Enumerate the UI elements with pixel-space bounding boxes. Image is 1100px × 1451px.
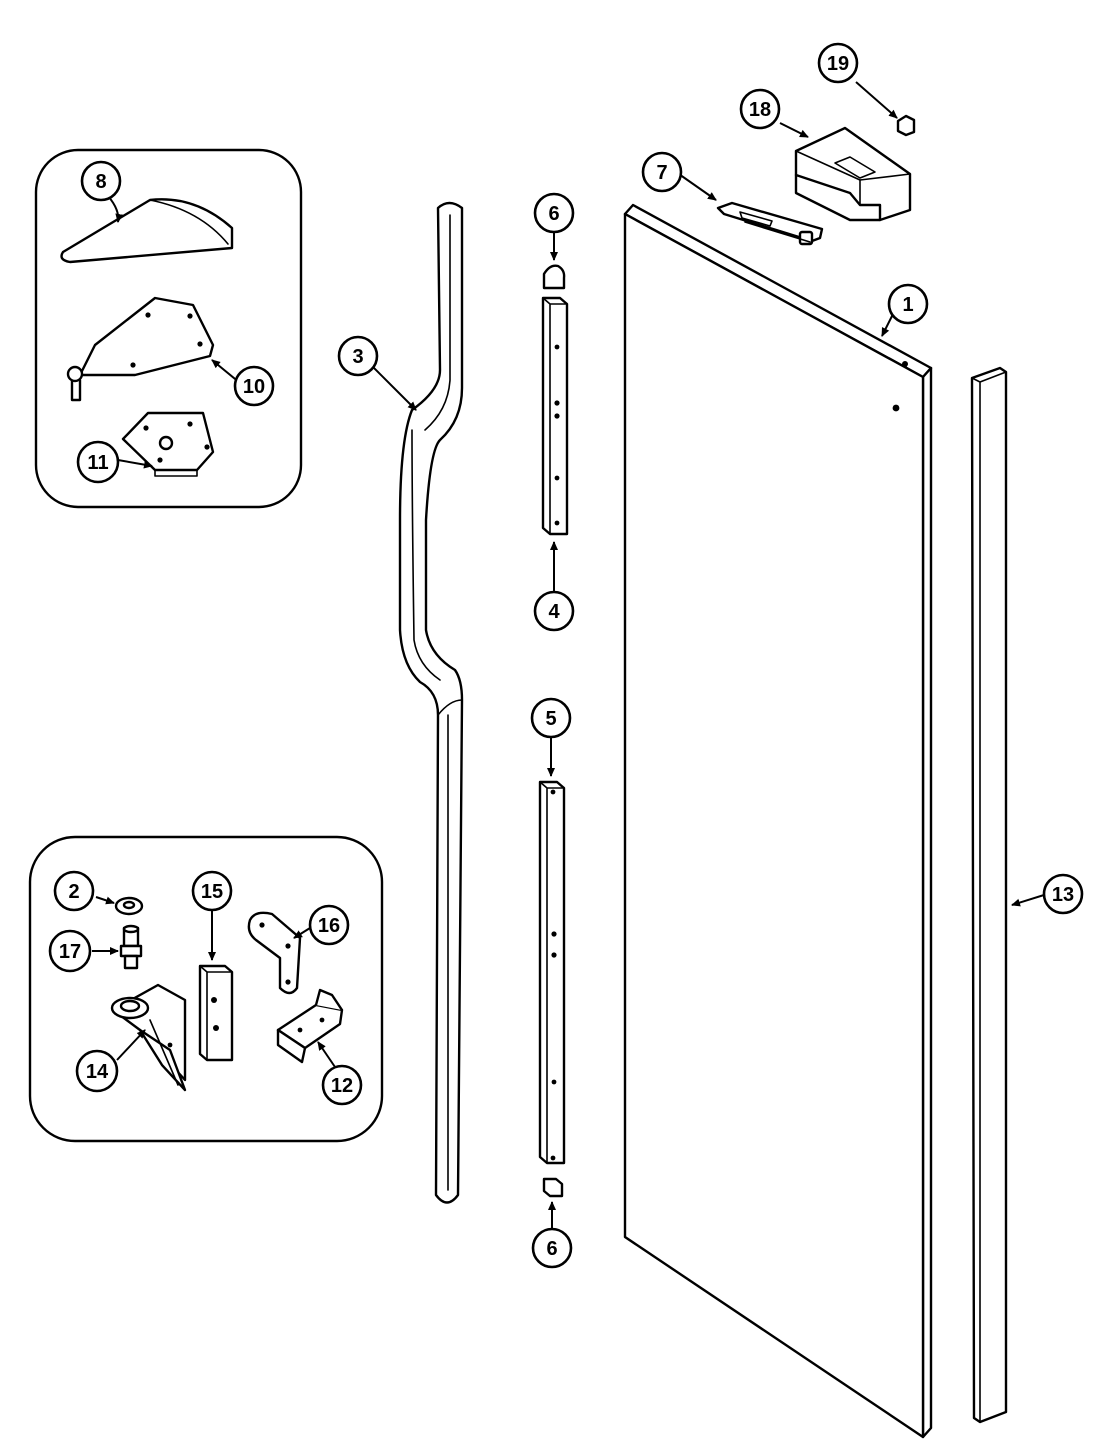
part-18-hinge-block xyxy=(794,126,912,222)
part-1-door-panel xyxy=(623,203,933,1439)
callout-8-label: 12 xyxy=(331,1075,353,1097)
callout-3: 3 xyxy=(337,335,379,377)
inset-hinge-parts-top xyxy=(34,148,303,509)
part-16-bracket-plate xyxy=(247,911,302,995)
callout-6-lower-label: 6 xyxy=(546,1238,557,1260)
part-10-hinge-cover xyxy=(60,198,234,264)
callout-3-label: 3 xyxy=(352,346,363,368)
callout-12: 11 xyxy=(76,440,120,484)
part-19-clip xyxy=(896,114,916,137)
part-6-upper-end-cap xyxy=(542,264,566,290)
callout-2: 2 xyxy=(53,870,95,912)
callout-6-upper: 6 xyxy=(533,192,575,234)
callout-17: 17 xyxy=(48,929,92,973)
callout-6-upper-label: 6 xyxy=(548,203,559,225)
callout-1: 1 xyxy=(887,283,929,325)
callout-4: 4 xyxy=(533,590,575,632)
callout-15: 15 xyxy=(191,870,233,912)
part-15-spacer-plate xyxy=(198,964,234,1062)
callout-5-label: 5 xyxy=(545,708,556,730)
callout-19: 19 xyxy=(817,42,859,84)
callout-14: 14 xyxy=(75,1049,119,1093)
callout-10-label: 8 xyxy=(95,171,106,193)
callout-7-label: 7 xyxy=(656,162,667,184)
callout-18: 18 xyxy=(739,88,781,130)
leader-lines xyxy=(92,81,1045,1228)
part-8-angle-bracket xyxy=(276,988,344,1064)
callout-11: 10 xyxy=(233,365,275,407)
callout-15-label: 15 xyxy=(201,881,223,903)
callout-14-label: 14 xyxy=(86,1061,109,1083)
callout-12-label: 11 xyxy=(87,452,108,474)
part-5-lower-trim-strip xyxy=(538,780,566,1165)
part-14-bottom-hinge xyxy=(110,983,187,1092)
callout-1-label: 1 xyxy=(902,294,913,316)
callout-8: 12 xyxy=(321,1064,363,1106)
callout-11-label: 10 xyxy=(243,376,265,398)
callout-16-label: 16 xyxy=(318,915,340,937)
part-3-door-handle xyxy=(398,201,464,1204)
callout-19-label: 19 xyxy=(827,53,849,75)
part-11-top-hinge xyxy=(78,296,215,377)
callout-16: 16 xyxy=(308,904,350,946)
callout-6-lower: 6 xyxy=(531,1227,573,1269)
callout-7: 7 xyxy=(641,151,683,193)
callout-18-label: 18 xyxy=(749,99,771,121)
part-7-door-closer xyxy=(716,201,824,246)
part-6-lower-end-cap xyxy=(542,1177,564,1198)
callout-13-label: 13 xyxy=(1052,884,1074,906)
callout-5: 5 xyxy=(530,697,572,739)
part-13-door-trim-strip xyxy=(970,366,1008,1424)
callout-4-label: 4 xyxy=(548,601,560,623)
part-17-hinge-pin xyxy=(119,924,143,970)
callout-10: 8 xyxy=(80,160,122,202)
callout-13: 13 xyxy=(1042,873,1084,915)
inset-hinge-parts-bottom xyxy=(28,835,384,1143)
callout-17-label: 17 xyxy=(59,941,81,963)
part-4-upper-trim-strip xyxy=(541,296,569,536)
callout-2-label: 2 xyxy=(68,881,79,903)
